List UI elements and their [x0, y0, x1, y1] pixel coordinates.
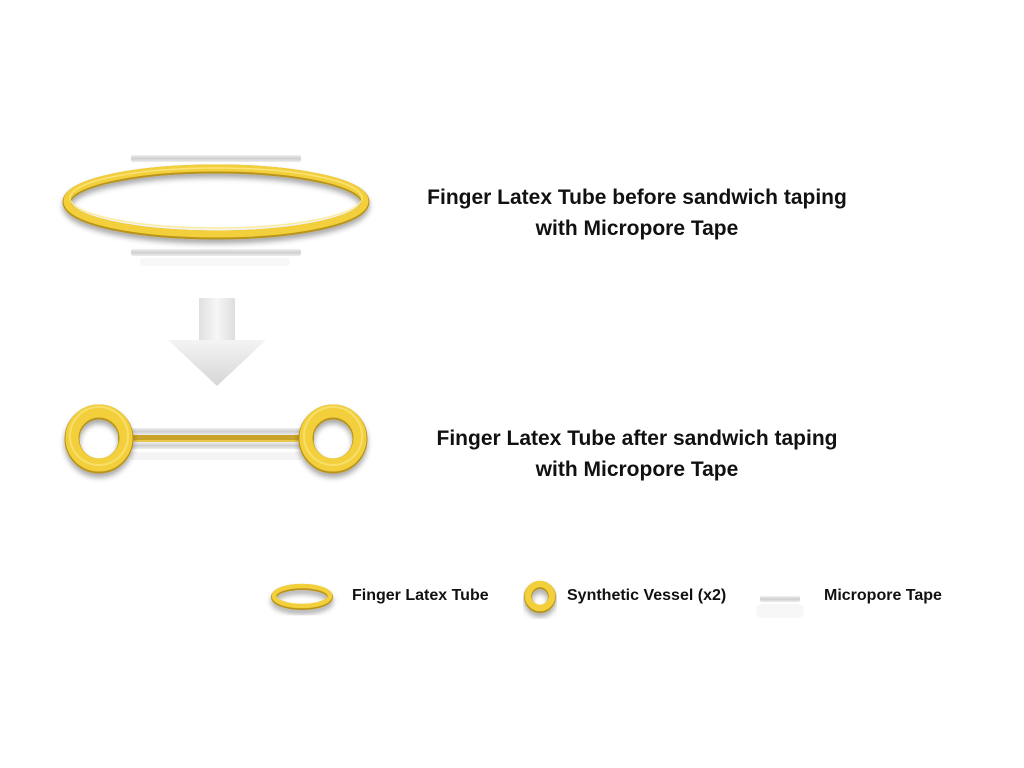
- synthetic-vessel-right: [298, 404, 368, 474]
- caption-before-line1: Finger Latex Tube before sandwich taping: [427, 186, 847, 209]
- tape-bottom-strip: [131, 249, 301, 266]
- legend-micropore-tape-label: Micropore Tape: [824, 587, 942, 604]
- legend-latex-tube-icon: [271, 583, 333, 610]
- latex-tube-before: [62, 164, 370, 240]
- caption-before-taping: Finger Latex Tube before sandwich taping…: [390, 182, 884, 244]
- caption-after-line2: with Micropore Tape: [535, 458, 739, 481]
- flattened-tube-taped: [118, 428, 314, 460]
- legend-synthetic-vessel-label: Synthetic Vessel (x2): [567, 587, 727, 604]
- synthetic-vessel-left: [64, 404, 134, 474]
- legend-synthetic-vessel-icon: [524, 580, 556, 613]
- legend-micropore-tape-icon: [756, 596, 804, 618]
- caption-before-line2: with Micropore Tape: [535, 217, 739, 240]
- legend-latex-tube-label: Finger Latex Tube: [352, 587, 489, 604]
- tape-top-strip: [131, 155, 301, 162]
- caption-after-taping: Finger Latex Tube after sandwich taping …: [390, 423, 884, 485]
- caption-after-line1: Finger Latex Tube after sandwich taping: [436, 427, 838, 450]
- down-arrow-icon: [168, 298, 266, 386]
